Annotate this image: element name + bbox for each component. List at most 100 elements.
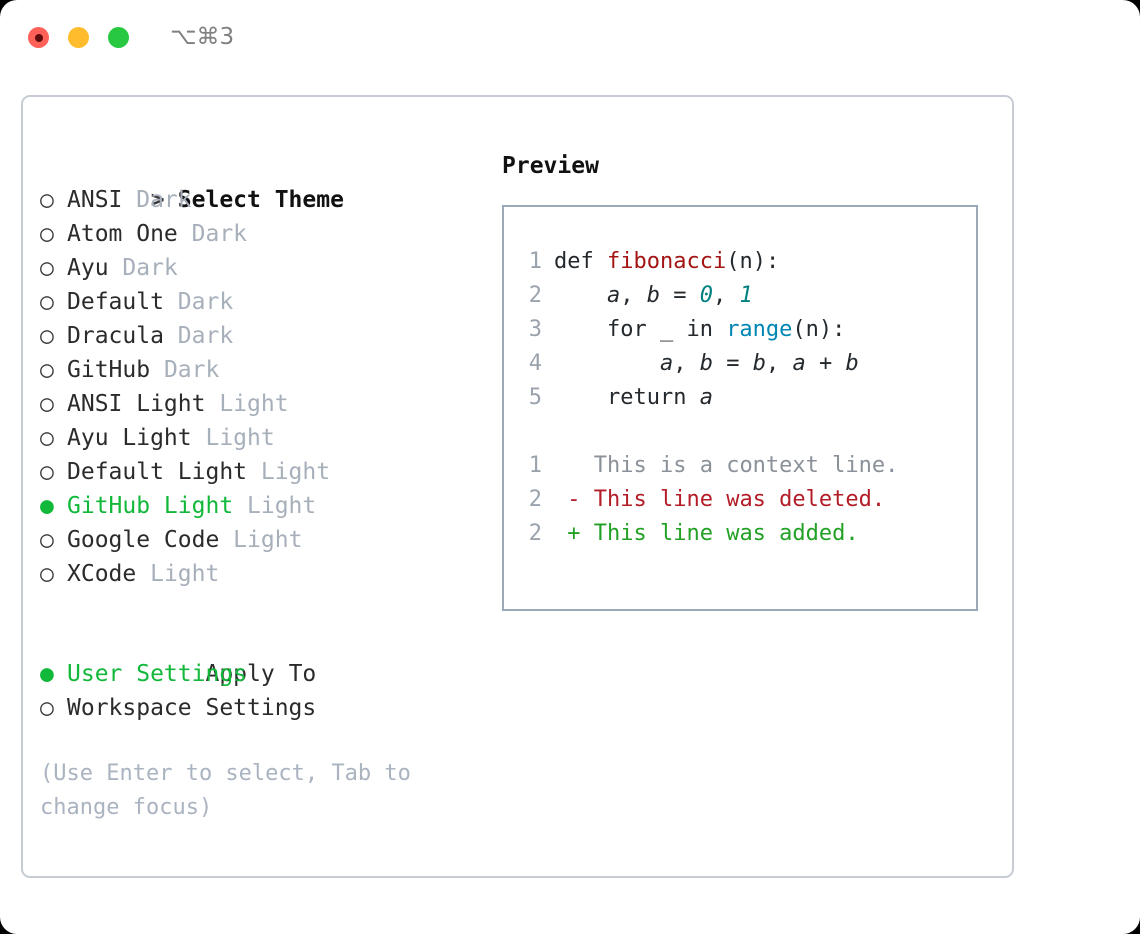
radio-unselected-icon: ○: [40, 425, 54, 451]
code-token: a: [659, 351, 674, 376]
theme-option-variant: Dark: [122, 187, 192, 213]
theme-option-default-light[interactable]: ○Default Light Light: [40, 455, 500, 489]
theme-option-label: ANSI Light: [67, 391, 206, 417]
code-token: =: [659, 283, 700, 308]
apply-to-option-user-settings[interactable]: ● User Settings: [40, 657, 500, 691]
code-line-number: 5: [528, 385, 542, 410]
diff-sign: [554, 453, 581, 478]
radio-unselected-icon: ○: [40, 289, 54, 315]
radio-unselected-icon: ○: [40, 561, 54, 587]
theme-option-variant: Light: [191, 425, 275, 451]
code-token: (n):: [726, 249, 780, 274]
radio-unselected-icon: ○: [40, 695, 54, 721]
theme-option-label: Ayu Light: [67, 425, 192, 451]
code-token: ,: [620, 283, 647, 308]
theme-option-variant: Dark: [150, 357, 220, 383]
code-line: 3 for _ in range(n):: [522, 313, 976, 347]
theme-option-xcode[interactable]: ○XCode Light: [40, 557, 500, 591]
theme-option-variant: Dark: [177, 221, 248, 247]
code-token: b: [699, 351, 713, 376]
close-button[interactable]: [28, 27, 49, 48]
theme-option-github-light[interactable]: ● GitHub Light Light: [40, 489, 500, 523]
code-token: b: [646, 283, 660, 308]
code-line: 1 def fibonacci(n):: [522, 245, 976, 279]
theme-option-label: XCode: [67, 561, 137, 587]
code-line-number: 4: [528, 351, 542, 376]
theme-option-ayu[interactable]: ○Ayu Dark: [40, 251, 500, 285]
diff-line-number: 2: [528, 521, 542, 546]
code-spacer: [522, 415, 976, 449]
theme-option-variant: Light: [205, 391, 289, 417]
diff-text: This line was deleted.: [580, 487, 886, 512]
theme-option-ayu-light[interactable]: ○ Ayu Light Light: [40, 421, 500, 455]
theme-option-github[interactable]: ○ GitHub Dark: [40, 353, 500, 387]
code-token: a: [699, 385, 713, 410]
radio-selected-icon: ●: [40, 661, 54, 687]
code-token: fibonacci: [606, 249, 727, 274]
theme-option-label: Atom One: [67, 221, 178, 247]
zoom-button[interactable]: [108, 27, 129, 48]
keyboard-hint: (Use Enter to select, Tab to change focu…: [40, 761, 425, 820]
code-token: ,: [673, 351, 700, 376]
code-token: ,: [765, 351, 793, 376]
theme-option-label: Default Light: [67, 459, 248, 485]
theme-selector-panel: >Select Theme ○ANSI Dark○Atom One Dark○A…: [40, 149, 500, 825]
radio-unselected-icon: ○: [40, 391, 54, 417]
apply-to-section: Apply To ● User Settings ○ Workspace Settin…: [40, 623, 500, 725]
apply-to-option-label: User Settings: [67, 661, 248, 687]
code-line: 4 a, b = b, a + b: [522, 347, 976, 381]
code-token: 1: [739, 283, 753, 308]
code-token: =: [712, 351, 753, 376]
theme-option-ansi[interactable]: ○ ANSI Dark: [40, 183, 500, 217]
theme-option-ansi-light[interactable]: ○ ANSI Light Light: [40, 387, 500, 421]
code-token: a: [606, 283, 621, 308]
radio-unselected-icon: ○: [40, 221, 54, 247]
radio-unselected-icon: ○: [40, 187, 54, 213]
window-title-shortcut: ⌥⌘3: [170, 24, 235, 50]
code-token: 0: [699, 283, 713, 308]
apply-to-list: ● User Settings ○ Workspace Settings: [40, 657, 500, 725]
theme-option-dracula[interactable]: ○Dracula Dark: [40, 319, 500, 353]
theme-option-atom-one[interactable]: ○ Atom One Dark: [40, 217, 500, 251]
theme-list: ○ANSI Dark○Atom One Dark○Ayu Dark○Defaul…: [40, 183, 500, 591]
diff-sample: 1 This is a context line.2 - This line w…: [522, 449, 976, 551]
prompt-caret-icon: >: [150, 187, 165, 213]
apply-to-option-label: Workspace Settings: [67, 695, 317, 721]
select-theme-heading-label: Select Theme: [177, 187, 344, 213]
radio-unselected-icon: ○: [40, 357, 54, 383]
diff-text: This line was added.: [580, 521, 859, 546]
theme-option-variant: Light: [233, 493, 317, 519]
apply-to-option-workspace-settings[interactable]: ○ Workspace Settings: [40, 691, 500, 725]
code-line-number: 1: [528, 249, 542, 274]
apply-to-heading: Apply To: [40, 623, 500, 687]
theme-option-label: GitHub: [67, 357, 151, 383]
theme-option-variant: Dark: [163, 323, 234, 349]
diff-sign: -: [554, 487, 581, 512]
radio-unselected-icon: ○: [40, 255, 54, 281]
apply-to-heading-label: Apply To: [205, 661, 317, 687]
theme-option-label: GitHub Light: [67, 493, 234, 519]
radio-selected-icon: ●: [40, 493, 54, 519]
code-token: [554, 351, 660, 376]
theme-option-variant: Light: [219, 527, 303, 553]
code-token: range: [726, 317, 793, 342]
diff-line-number: 2: [528, 487, 542, 512]
theme-option-variant: Dark: [163, 289, 234, 315]
code-token: def: [554, 249, 607, 274]
theme-option-default[interactable]: ○Default Dark: [40, 285, 500, 319]
diff-line-del: 2 - This line was deleted.: [522, 483, 976, 517]
code-token: b: [752, 351, 766, 376]
theme-option-label: Dracula: [67, 323, 164, 349]
code-token: return: [554, 385, 700, 410]
code-token: (n):: [792, 317, 846, 342]
minimize-button[interactable]: [68, 27, 89, 48]
theme-option-variant: Dark: [108, 255, 178, 281]
theme-option-label: ANSI: [67, 187, 123, 213]
theme-option-variant: Light: [247, 459, 331, 485]
theme-option-google-code[interactable]: ○Google Code Light: [40, 523, 500, 557]
code-token: +: [805, 351, 846, 376]
select-theme-heading: > Select Theme: [40, 149, 500, 213]
